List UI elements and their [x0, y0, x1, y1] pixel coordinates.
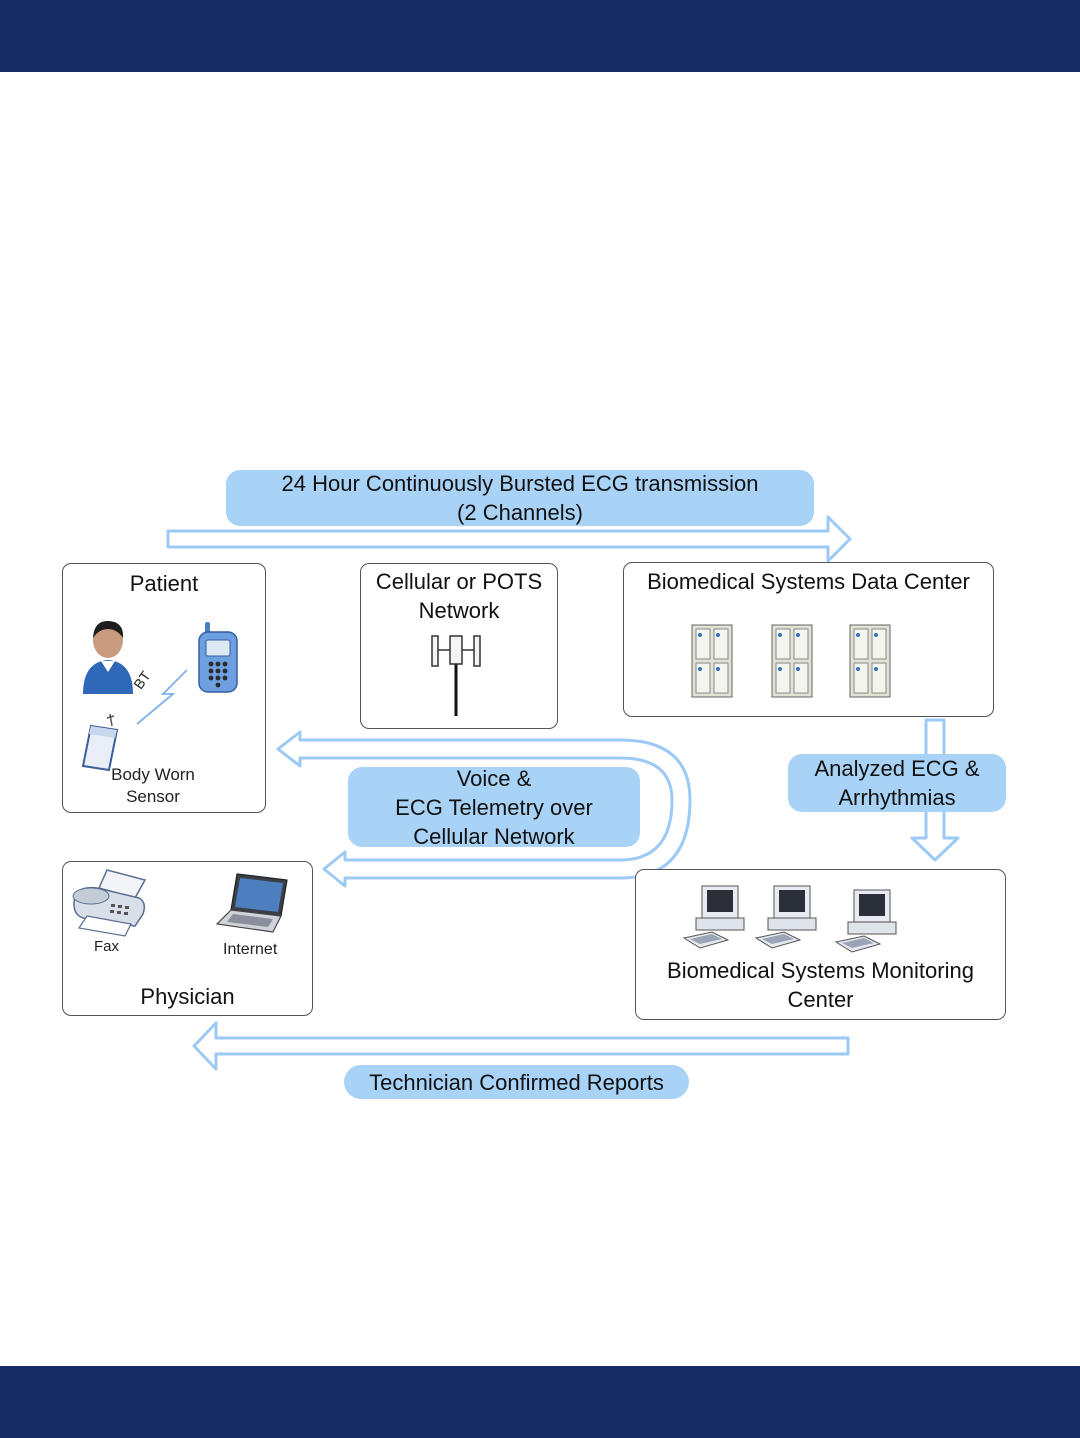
voice-label-line2: ECG Telemetry over [395, 794, 593, 820]
bluetooth-signal-icon [136, 669, 188, 725]
voice-label-line3: Cellular Network [413, 823, 575, 849]
internet-label: Internet [223, 941, 278, 958]
data-center-box: Biomedical Systems Data Center [623, 562, 994, 717]
analyzed-label-line1: Analyzed ECG & [814, 756, 980, 781]
reports-arrow [192, 1021, 850, 1071]
monitoring-box: Biomedical Systems Monitoring Center [635, 869, 1006, 1020]
cell-tower-icon [431, 635, 481, 716]
physician-box: Fax Internet Physician [62, 861, 313, 1016]
reports-label-text: Technician Confirmed Reports [369, 1069, 664, 1095]
network-box: Cellular or POTS Network [360, 563, 558, 729]
transmission-label-line2: (2 Channels) [457, 500, 583, 525]
server-icon [771, 624, 813, 698]
laptop-icon [215, 873, 288, 933]
server-icon [849, 624, 891, 698]
sensor-label-line1: Body Worn [111, 765, 195, 784]
sensor-label: Body Worn Sensor [93, 764, 213, 808]
fax-icon [72, 869, 147, 937]
analyzed-ecg-label: Analyzed ECG & Arrhythmias [788, 754, 1006, 812]
workstation-icon [682, 885, 745, 949]
analyzed-label-line2: Arrhythmias [838, 785, 956, 810]
data-center-title: Biomedical Systems Data Center [647, 569, 970, 594]
patient-box: Patient BT Body Worn Sensor [62, 563, 266, 813]
voice-label-line1: Voice & [456, 765, 532, 791]
sensor-icon [81, 713, 119, 772]
reports-label: Technician Confirmed Reports [344, 1065, 689, 1099]
server-icon [691, 624, 733, 698]
monitoring-title-line2: Center [787, 987, 854, 1012]
network-title-line1: Cellular or POTS [375, 569, 543, 594]
bottom-banner [0, 1366, 1080, 1438]
workstation-icon [834, 889, 897, 953]
cell-phone-icon [198, 622, 238, 693]
patient-title: Patient [129, 571, 199, 596]
workstation-icon [754, 885, 817, 949]
network-title-line2: Network [418, 598, 500, 623]
top-banner [0, 0, 1080, 72]
sensor-label-line2: Sensor [126, 787, 180, 806]
voice-telemetry-label: Voice & ECG Telemetry over Cellular Netw… [348, 765, 640, 849]
monitoring-title-line1: Biomedical Systems Monitoring [667, 958, 974, 983]
transmission-label: 24 Hour Continuously Bursted ECG transmi… [226, 470, 814, 526]
transmission-label-line1: 24 Hour Continuously Bursted ECG transmi… [281, 471, 759, 496]
person-icon [83, 620, 133, 694]
physician-title: Physician [140, 984, 235, 1009]
transmission-arrow [166, 515, 852, 563]
fax-label: Fax [94, 938, 120, 955]
